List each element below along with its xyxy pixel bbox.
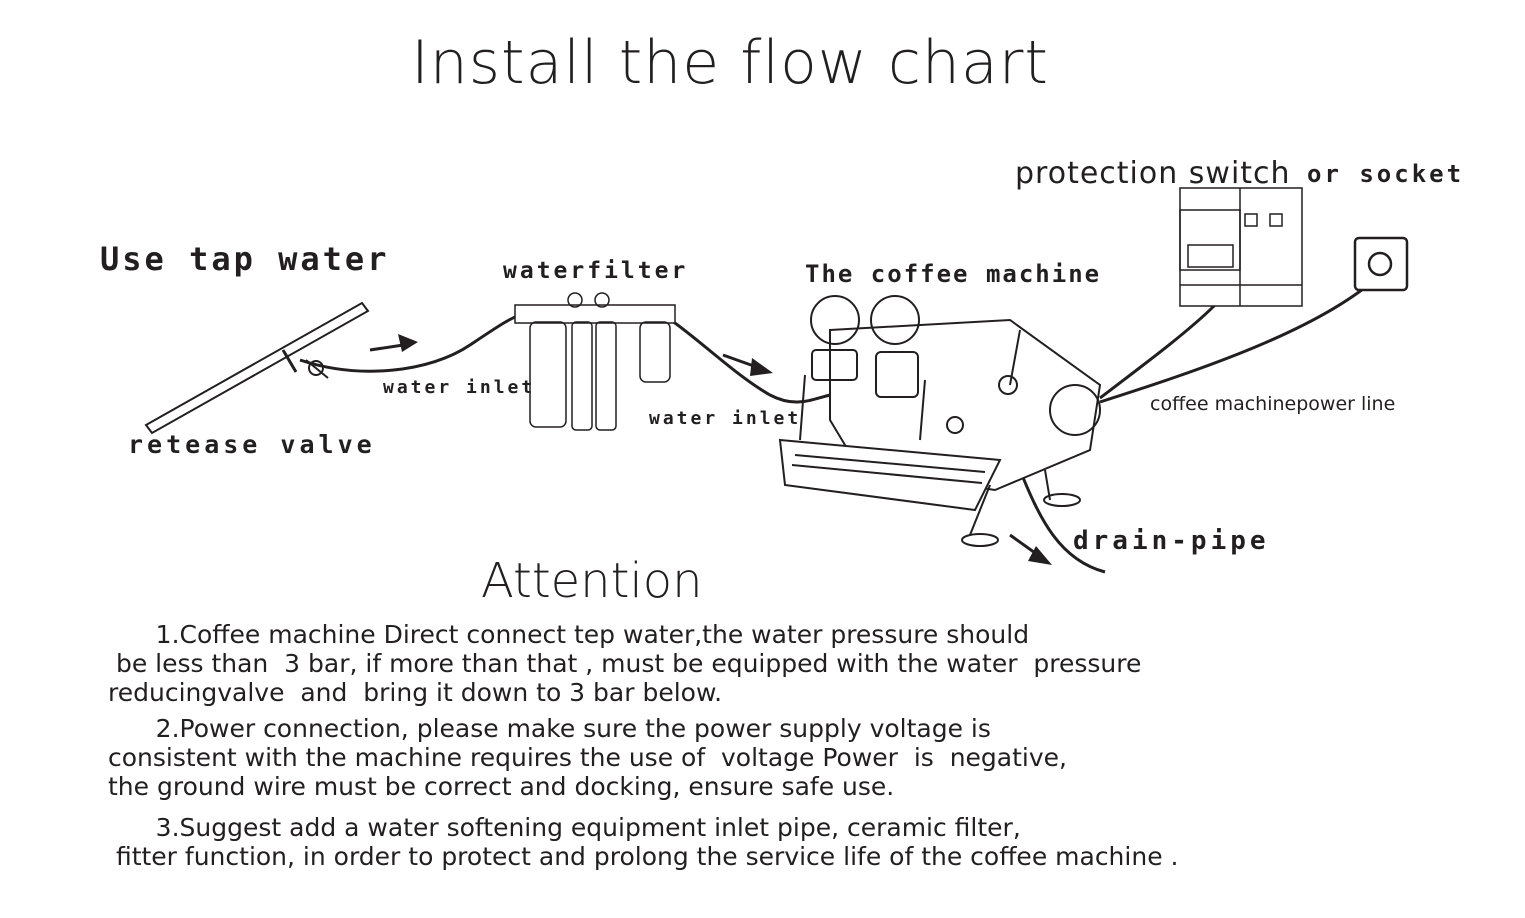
note-line: the ground wire must be correct and dock… (108, 772, 895, 801)
water-inlet-label-1: water inlet (383, 377, 536, 398)
coffee-machine-icon (778, 295, 1102, 547)
drain-hose (1018, 469, 1106, 574)
note-line: reducingvalve and bring it down to 3 bar… (108, 678, 723, 707)
attention-note-1: 1.Coffee machine Direct connect tep wate… (108, 620, 1141, 707)
note-line: fitter function, in order to protect and… (108, 842, 1179, 871)
water-filter-icon (514, 292, 676, 431)
power-line-label: coffee machinepower line (1150, 393, 1396, 415)
drain-pipe-label: drain-pipe (1073, 526, 1270, 556)
wall-socket-icon (1353, 236, 1409, 292)
tap-pipe-icon (144, 301, 370, 435)
note-line: 1.Coffee machine Direct connect tep wate… (108, 620, 1030, 649)
inlet-hose-1 (299, 311, 526, 373)
note-line: consistent with the machine requires the… (108, 743, 1067, 772)
power-cable-2 (1099, 273, 1382, 404)
attention-heading: Attention (481, 553, 703, 609)
note-line: 3.Suggest add a water softening equipmen… (108, 813, 1021, 842)
water-filter-label: waterfilter (503, 258, 689, 284)
power-cable-1 (1099, 303, 1217, 400)
tap-water-label: Use tap water (100, 240, 390, 278)
or-socket-label: or socket (1307, 160, 1465, 188)
protection-switch-label: protection switch (1015, 156, 1291, 191)
release-valve-label: retease valve (128, 430, 376, 459)
coffee-machine-label: The coffee machine (805, 260, 1102, 288)
water-inlet-label-2: water inlet (649, 408, 802, 429)
note-line: be less than 3 bar, if more than that , … (108, 649, 1142, 678)
inlet-hose-2 (667, 316, 831, 404)
attention-note-3: 3.Suggest add a water softening equipmen… (108, 813, 1179, 871)
attention-note-2: 2.Power connection, please make sure the… (108, 714, 1067, 801)
note-line: 2.Power connection, please make sure the… (108, 714, 991, 743)
circuit-breaker-icon (1179, 187, 1303, 307)
page-title: Install the flow chart (411, 28, 1049, 98)
